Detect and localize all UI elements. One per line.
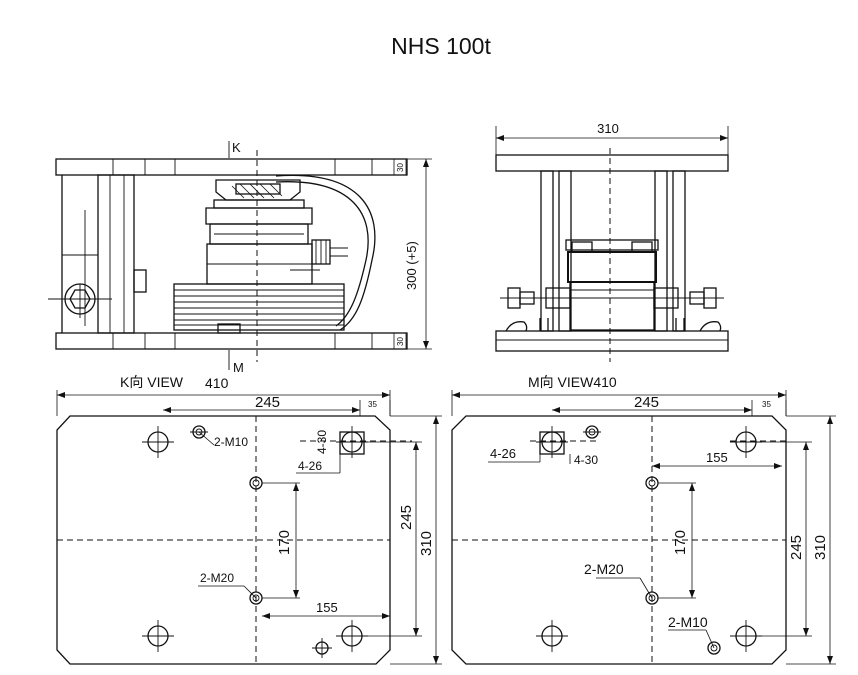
- k-view-caption: K向 VIEW: [120, 374, 184, 390]
- k-dim-155: 155: [316, 600, 338, 615]
- k-dim-170: 170: [276, 530, 293, 555]
- k-dim-width: 410: [205, 375, 229, 391]
- side-view: 310: [495, 121, 729, 362]
- m-label-hole-430: 4-30: [574, 453, 598, 467]
- drawing-title: NHS 100t: [391, 33, 491, 59]
- k-view: K向 VIEW 410 245 35: [56, 374, 442, 665]
- m-dim-right-245: 245: [788, 535, 805, 560]
- label-m: M: [233, 360, 244, 375]
- m-dim-170: 170: [672, 530, 689, 555]
- k-dim-245: 245: [255, 394, 280, 411]
- hex-bolt-icon: [48, 210, 112, 326]
- k-label-m10: 2-M10: [214, 435, 248, 449]
- m-label-m20: 2-M20: [584, 561, 624, 577]
- k-dim-right-310: 310: [418, 531, 435, 556]
- side-dim-width: 310: [597, 121, 619, 136]
- label-k: K: [232, 140, 241, 155]
- m-dim-right-310: 310: [812, 535, 829, 560]
- k-dim-35: 35: [368, 400, 377, 409]
- m-view: M向 VIEW410 245 35: [451, 374, 836, 665]
- m-dim-155: 155: [706, 450, 728, 465]
- m-dim-245: 245: [634, 394, 659, 411]
- k-label-hole-426: 4-26: [298, 459, 322, 473]
- dim-bottom-plate: 30: [396, 337, 405, 346]
- m-label-hole-426: 4-26: [490, 446, 516, 461]
- front-view: K M 30 30 300 (+5): [48, 140, 432, 375]
- k-dim-right-245: 245: [398, 505, 415, 530]
- dim-top-plate: 30: [396, 163, 405, 172]
- k-label-m20: 2-M20: [200, 571, 234, 585]
- dim-height: 300 (+5): [404, 241, 419, 290]
- m-dim-35: 35: [762, 400, 771, 409]
- m-label-m10: 2-M10: [668, 614, 708, 630]
- m-view-caption: M向 VIEW410: [528, 374, 617, 390]
- k-label-hole-430: 4-30: [315, 430, 329, 454]
